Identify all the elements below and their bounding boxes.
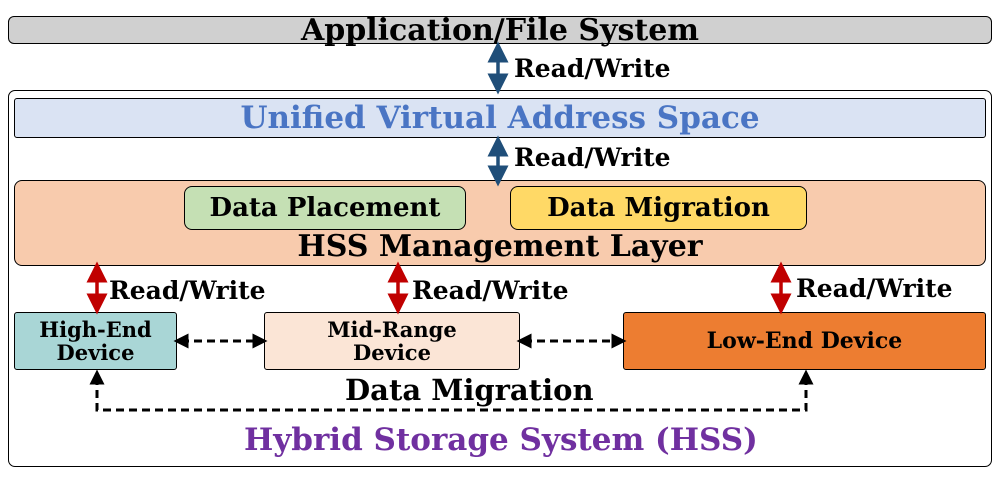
- read-write-label-high: Read/Write: [109, 276, 266, 305]
- mid-range-device-label: Mid-Range Device: [327, 316, 457, 365]
- low-end-device: Low-End Device: [623, 312, 986, 370]
- data-placement-label: Data Placement: [209, 192, 441, 223]
- data-migration-box: Data Migration: [510, 186, 807, 230]
- data-placement-box: Data Placement: [184, 186, 466, 230]
- read-write-label-mid: Read/Write: [514, 143, 671, 172]
- migration-loop: [89, 369, 814, 412]
- application-file-system-label: Application/File System: [300, 12, 700, 48]
- low-end-device-label: Low-End Device: [706, 327, 903, 354]
- read-write-label-top: Read/Write: [514, 54, 671, 83]
- data-migration-box-label: Data Migration: [547, 192, 770, 223]
- application-file-system-bar: Application/File System: [8, 12, 992, 48]
- hss-management-layer: HSS Management Layer: [14, 180, 986, 266]
- hss-management-layer-title: HSS Management Layer: [297, 229, 703, 264]
- uvas-label: Unified Virtual Address Space: [240, 99, 760, 136]
- hss-title: Hybrid Storage System (HSS): [244, 422, 758, 458]
- high-end-device-label: High-End Device: [39, 316, 152, 365]
- read-write-label-low: Read/Write: [796, 274, 953, 303]
- data-migration-loop-label: Data Migration: [341, 373, 598, 407]
- high-end-device: High-End Device: [14, 312, 177, 370]
- read-write-label-mid-range: Read/Write: [412, 276, 569, 305]
